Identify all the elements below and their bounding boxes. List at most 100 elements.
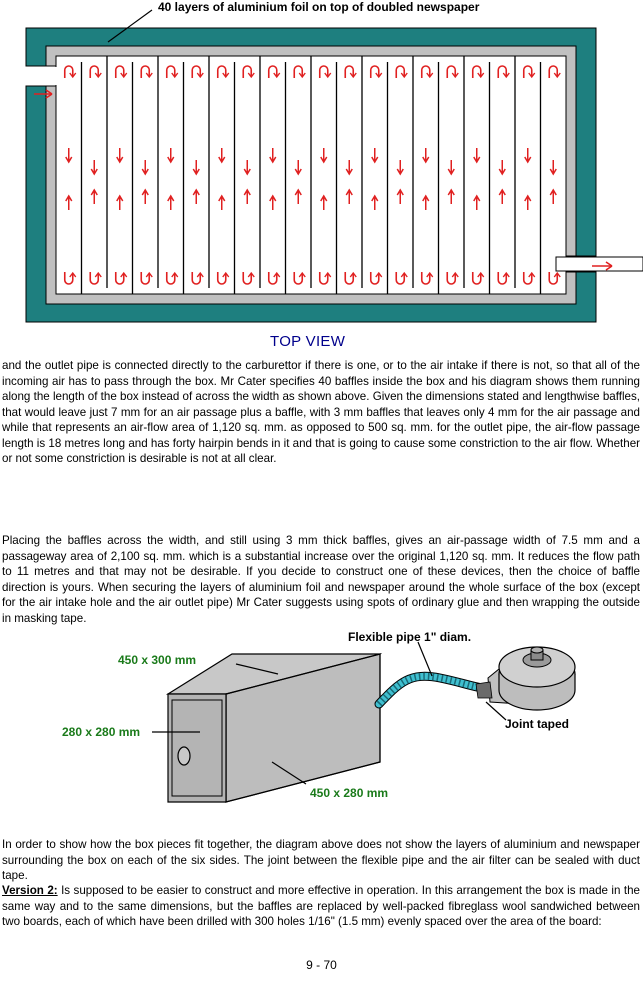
down-arrow-icon — [320, 148, 328, 164]
down-arrow-icon — [243, 160, 251, 176]
hairpin-arrow-icon — [548, 65, 559, 78]
inlet-arrow-icon — [34, 89, 53, 99]
end-dimension-label: 280 x 280 mm — [62, 725, 141, 739]
hairpin-arrow-icon — [420, 272, 431, 285]
hairpin-arrow-icon — [114, 272, 125, 285]
inlet-opening — [20, 67, 60, 85]
box-end-face — [167, 693, 227, 803]
airflow-arrow-group — [63, 65, 561, 285]
up-arrow-icon — [320, 194, 328, 210]
up-arrow-icon — [549, 188, 557, 204]
up-arrow-icon — [192, 188, 200, 204]
hairpin-arrow-icon — [420, 65, 431, 78]
hairpin-arrow-icon — [191, 272, 202, 285]
down-arrow-icon — [371, 148, 379, 164]
hairpin-arrow-icon — [267, 272, 278, 285]
top-dimension-label: 450 x 300 mm — [118, 653, 197, 667]
hairpin-arrow-icon — [318, 272, 329, 285]
hairpin-arrow-icon — [446, 65, 457, 78]
hairpin-arrow-icon — [471, 272, 482, 285]
hairpin-arrow-icon — [140, 272, 151, 285]
side-dimension-label: 450 x 280 mm — [310, 786, 389, 800]
version-2-text: Is supposed to be easier to construct an… — [2, 884, 640, 928]
down-arrow-icon — [473, 148, 481, 164]
hairpin-arrow-icon — [63, 65, 74, 78]
page-number: 9 - 70 — [306, 958, 337, 972]
top-view-diagram — [20, 9, 643, 323]
hairpin-arrow-icon — [293, 272, 304, 285]
up-arrow-icon — [371, 194, 379, 210]
box-assembly-diagram — [152, 641, 576, 803]
hairpin-arrow-icon — [446, 272, 457, 285]
hairpin-arrow-icon — [497, 65, 508, 78]
down-arrow-icon — [192, 160, 200, 176]
hairpin-arrow-icon — [369, 65, 380, 78]
hairpin-arrow-icon — [63, 272, 74, 285]
down-arrow-icon — [167, 148, 175, 164]
up-arrow-icon — [473, 194, 481, 210]
down-arrow-icon — [90, 160, 98, 176]
hairpin-arrow-icon — [471, 65, 482, 78]
hairpin-arrow-icon — [293, 65, 304, 78]
paragraph-2: Placing the baffles across the width, an… — [2, 534, 640, 625]
hairpin-arrow-icon — [216, 272, 227, 285]
down-arrow-icon — [524, 148, 532, 164]
hairpin-arrow-icon — [548, 272, 559, 285]
up-arrow-icon — [498, 188, 506, 204]
hairpin-arrow-icon — [165, 272, 176, 285]
hairpin-arrow-icon — [344, 272, 355, 285]
up-arrow-icon — [90, 188, 98, 204]
paragraph-3: In order to show how the box pieces fit … — [2, 838, 640, 882]
down-arrow-icon — [345, 160, 353, 176]
hairpin-arrow-icon — [344, 65, 355, 78]
down-arrow-icon — [447, 160, 455, 176]
hairpin-arrow-icon — [395, 65, 406, 78]
air-filter — [487, 646, 576, 711]
down-arrow-icon — [65, 148, 73, 164]
up-arrow-icon — [396, 188, 404, 204]
up-arrow-icon — [65, 194, 73, 210]
hairpin-arrow-icon — [395, 272, 406, 285]
top-view-caption: TOP VIEW — [270, 333, 346, 350]
hairpin-arrow-icon — [216, 65, 227, 78]
hairpin-arrow-icon — [267, 65, 278, 78]
flexible-pipe-label: Flexible pipe 1" diam. — [348, 630, 472, 644]
down-arrow-icon — [269, 148, 277, 164]
paragraph-1: and the outlet pipe is connected directl… — [2, 359, 641, 465]
up-arrow-icon — [116, 194, 124, 210]
joint-taped-label: Joint taped — [505, 717, 570, 731]
up-arrow-icon — [141, 188, 149, 204]
down-arrow-icon — [116, 148, 124, 164]
up-arrow-icon — [524, 194, 532, 210]
up-arrow-icon — [269, 194, 277, 210]
hairpin-arrow-icon — [242, 65, 253, 78]
inlet-hole — [177, 746, 191, 766]
hairpin-arrow-icon — [89, 65, 100, 78]
hairpin-arrow-icon — [191, 65, 202, 78]
up-arrow-icon — [243, 188, 251, 204]
hairpin-arrow-icon — [89, 272, 100, 285]
annotation-leader-line — [107, 9, 153, 43]
down-arrow-icon — [396, 160, 404, 176]
outlet-pipe — [555, 256, 643, 272]
hairpin-arrow-icon — [318, 65, 329, 78]
baffle-group — [80, 56, 542, 294]
hairpin-arrow-icon — [242, 272, 253, 285]
up-arrow-icon — [447, 188, 455, 204]
up-arrow-icon — [218, 194, 226, 210]
down-arrow-icon — [549, 160, 557, 176]
hairpin-arrow-icon — [522, 272, 533, 285]
up-arrow-icon — [422, 194, 430, 210]
up-arrow-icon — [167, 194, 175, 210]
joint-tape — [475, 681, 493, 699]
down-arrow-icon — [218, 148, 226, 164]
paragraph-4: Version 2: Is supposed to be easier to c… — [2, 883, 640, 930]
hairpin-arrow-icon — [497, 272, 508, 285]
up-arrow-icon — [294, 188, 302, 204]
foil-annotation: 40 layers of aluminium foil on top of do… — [158, 0, 480, 14]
hairpin-arrow-icon — [522, 65, 533, 78]
down-arrow-icon — [294, 160, 302, 176]
hairpin-arrow-icon — [114, 65, 125, 78]
version-2-heading: Version 2: — [2, 884, 58, 897]
outlet-arrow-icon — [592, 261, 613, 271]
